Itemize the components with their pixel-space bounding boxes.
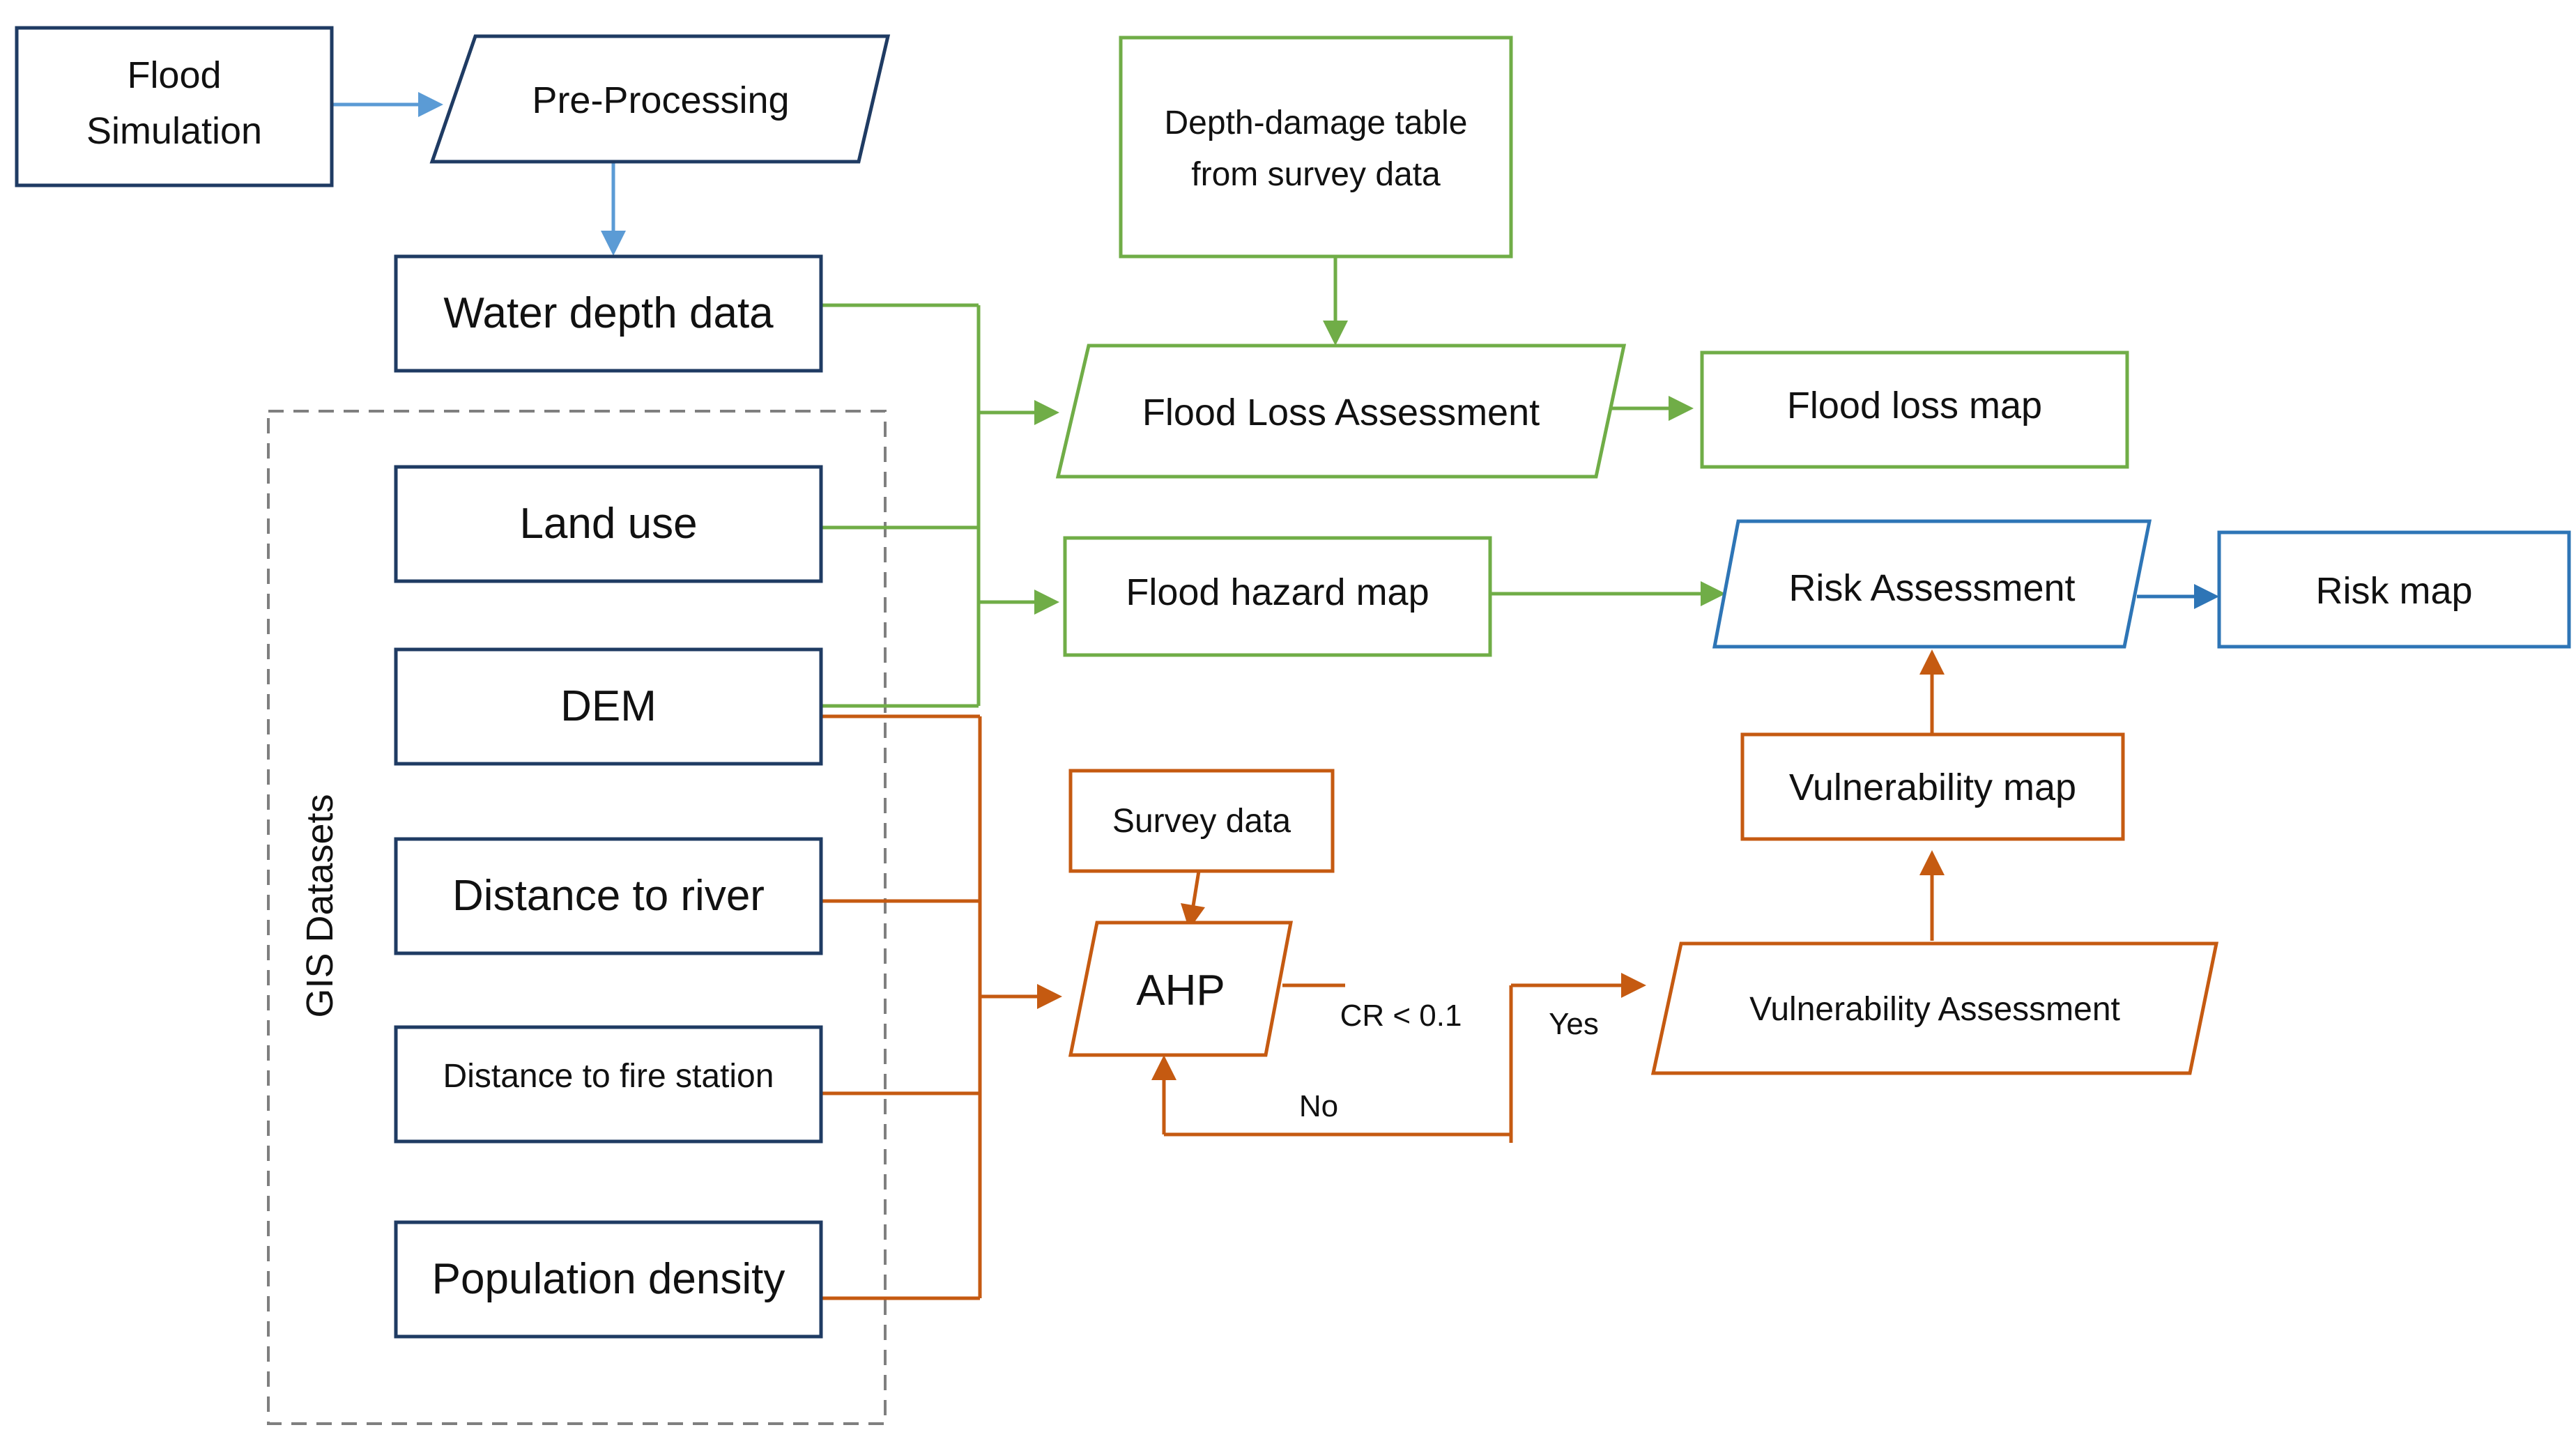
survey-data-label: Survey data	[1112, 803, 1291, 840]
pre-processing-shape	[429, 34, 891, 164]
flood-simulation-label-line2: Simulation	[86, 110, 262, 152]
distance-to-fire-station-box	[394, 1025, 823, 1144]
node-depth-damage-table[interactable]: Depth-damage table from survey data	[1119, 36, 1513, 259]
arrowhead	[1323, 321, 1348, 346]
arrowhead	[1919, 850, 1945, 875]
arrowhead	[1701, 581, 1726, 606]
ahp-shape	[1068, 921, 1294, 1057]
land-use-label: Land use	[519, 500, 697, 548]
node-survey-data[interactable]: Survey data	[1068, 769, 1335, 873]
flood-loss-assessment-label: Flood Loss Assessment	[1142, 392, 1540, 433]
arrowhead	[418, 92, 443, 117]
node-flood-hazard-map[interactable]: Flood hazard map	[1063, 536, 1492, 657]
dem-box	[394, 647, 823, 766]
risk-map-box	[2217, 530, 2571, 649]
survey-data-box	[1068, 769, 1335, 873]
node-dem[interactable]: DEM	[394, 647, 823, 766]
node-vulnerability-map[interactable]: Vulnerability map	[1740, 732, 2125, 841]
node-distance-to-river[interactable]: Distance to river	[394, 837, 823, 955]
node-flood-loss-map[interactable]: Flood loss map	[1700, 351, 2129, 469]
gis-datasets-label: GIS Datasets	[299, 794, 341, 1017]
risk-assessment-label: Risk Assessment	[1788, 567, 2075, 609]
risk-map-label: Risk map	[2315, 570, 2472, 612]
arrowhead	[601, 231, 626, 256]
vulnerability-assessment-shape	[1650, 941, 2219, 1075]
vulnerability-map-label: Vulnerability map	[1789, 767, 2076, 808]
arrowhead	[1034, 400, 1059, 425]
flood-loss-assessment-shape	[1055, 344, 1627, 479]
arrowhead	[2194, 584, 2219, 609]
gis-datasets-frame	[267, 410, 887, 1425]
node-land-use[interactable]: Land use	[394, 465, 823, 583]
arrowhead	[1181, 903, 1205, 930]
connectors-pre-processing	[332, 92, 626, 256]
node-distance-to-fire-station[interactable]: Distance to fire station	[394, 1025, 823, 1144]
arrowhead	[1034, 590, 1059, 615]
depth-damage-table-label-line1: Depth-damage table	[1165, 105, 1468, 141]
depth-damage-table-box	[1119, 36, 1513, 259]
node-vulnerability-assessment[interactable]: Vulnerability Assessment	[1650, 941, 2219, 1075]
connectors-risk	[2137, 584, 2219, 609]
ahp-label: AHP	[1136, 967, 1225, 1015]
arrowhead	[1669, 396, 1694, 421]
flood-simulation-label-line1: Flood	[127, 54, 221, 96]
edge-label-condition: CR < 0.1	[1340, 999, 1462, 1033]
depth-damage-table-label-line2: from survey data	[1191, 156, 1441, 193]
vulnerability-assessment-label: Vulnerability Assessment	[1749, 991, 2120, 1028]
population-density-label: Population density	[432, 1255, 785, 1303]
edge-label-no: No	[1299, 1089, 1338, 1123]
pre-processing-label: Pre-Processing	[532, 79, 789, 121]
node-pre-processing[interactable]: Pre-Processing	[429, 34, 891, 164]
flood-hazard-map-label: Flood hazard map	[1126, 571, 1429, 613]
edge-label-yes: Yes	[1549, 1007, 1599, 1041]
node-flood-loss-assessment[interactable]: Flood Loss Assessment	[1055, 344, 1627, 479]
distance-to-river-label: Distance to river	[452, 872, 765, 920]
flood-loss-map-box	[1700, 351, 2129, 469]
flood-hazard-map-box	[1063, 536, 1492, 657]
vulnerability-map-box	[1740, 732, 2125, 841]
node-water-depth-data[interactable]: Water depth data	[394, 254, 823, 373]
node-risk-map[interactable]: Risk map	[2217, 530, 2571, 649]
connectors-hazard-loss	[821, 256, 1726, 708]
arrowhead	[1037, 984, 1062, 1009]
arrowhead	[1151, 1055, 1176, 1080]
connectors-vulnerability	[821, 649, 1945, 1300]
distance-to-fire-station-label: Distance to fire station	[443, 1058, 774, 1095]
arrowhead	[1621, 973, 1646, 998]
node-flood-simulation[interactable]: Flood Simulation	[15, 26, 334, 187]
flood-loss-map-label: Flood loss map	[1787, 385, 2042, 426]
node-risk-assessment[interactable]: Risk Assessment	[1712, 519, 2152, 649]
gis-datasets-group: GIS Datasets	[267, 410, 887, 1425]
land-use-box	[394, 465, 823, 583]
dem-label: DEM	[560, 682, 657, 730]
node-population-density[interactable]: Population density	[394, 1220, 823, 1339]
population-density-box	[394, 1220, 823, 1339]
flood-simulation-box	[15, 26, 334, 187]
node-ahp[interactable]: AHP	[1068, 921, 1294, 1057]
edge-surveydata-to-ahp	[1191, 870, 1201, 907]
risk-assessment-shape	[1712, 519, 2152, 649]
water-depth-data-box	[394, 254, 823, 373]
water-depth-data-label: Water depth data	[443, 289, 774, 337]
distance-to-river-box	[394, 837, 823, 955]
arrowhead	[1919, 649, 1945, 675]
